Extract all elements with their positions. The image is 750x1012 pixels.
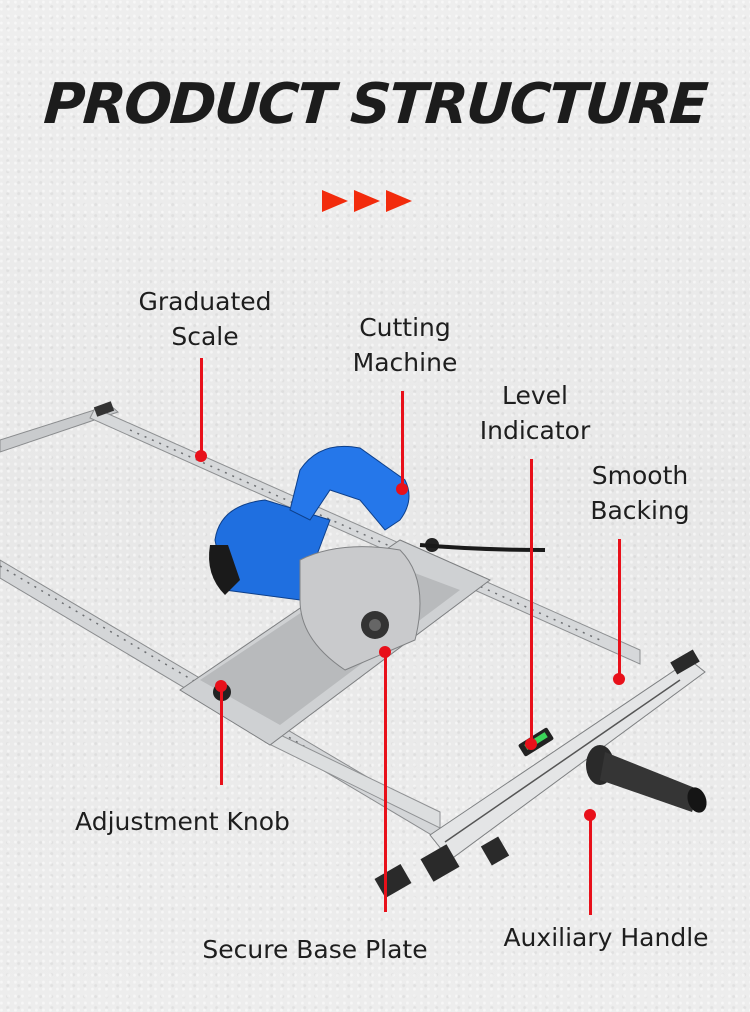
callout-line-secure-base-plate: [384, 652, 387, 912]
arrow-right-icon: [386, 190, 412, 212]
arrow-right-icon: [322, 190, 348, 212]
auxiliary-handle-part: [586, 745, 707, 813]
callout-dot-secure-base-plate: [379, 646, 391, 658]
label-smooth-backing: Smooth Backing: [590, 461, 690, 525]
callout-line-graduated-scale: [200, 358, 203, 456]
callout-dot-graduated-scale: [195, 450, 207, 462]
callout-line-adjustment-knob: [220, 690, 223, 785]
label-cutting-machine: Cutting Machine: [352, 313, 458, 377]
arrows-decoration: [322, 190, 412, 212]
callout-dot-level-indicator: [525, 738, 537, 750]
label-level-indicator: Level Indicator: [479, 381, 591, 445]
callout-dot-adjustment-knob: [215, 680, 227, 692]
callout-line-level-indicator: [530, 459, 533, 744]
callout-dot-auxiliary-handle: [584, 809, 596, 821]
callout-line-cutting-machine: [401, 391, 404, 488]
label-adjustment-knob: Adjustment Knob: [75, 807, 290, 836]
callout-line-auxiliary-handle: [589, 815, 592, 915]
label-auxiliary-handle: Auxiliary Handle: [503, 923, 709, 952]
callout-dot-cutting-machine: [396, 483, 408, 495]
callout-dot-smooth-backing: [613, 673, 625, 685]
callout-line-smooth-backing: [618, 539, 621, 679]
arrow-right-icon: [354, 190, 380, 212]
label-graduated-scale: Graduated Scale: [138, 287, 272, 351]
label-secure-base-plate: Secure Base Plate: [202, 935, 428, 964]
